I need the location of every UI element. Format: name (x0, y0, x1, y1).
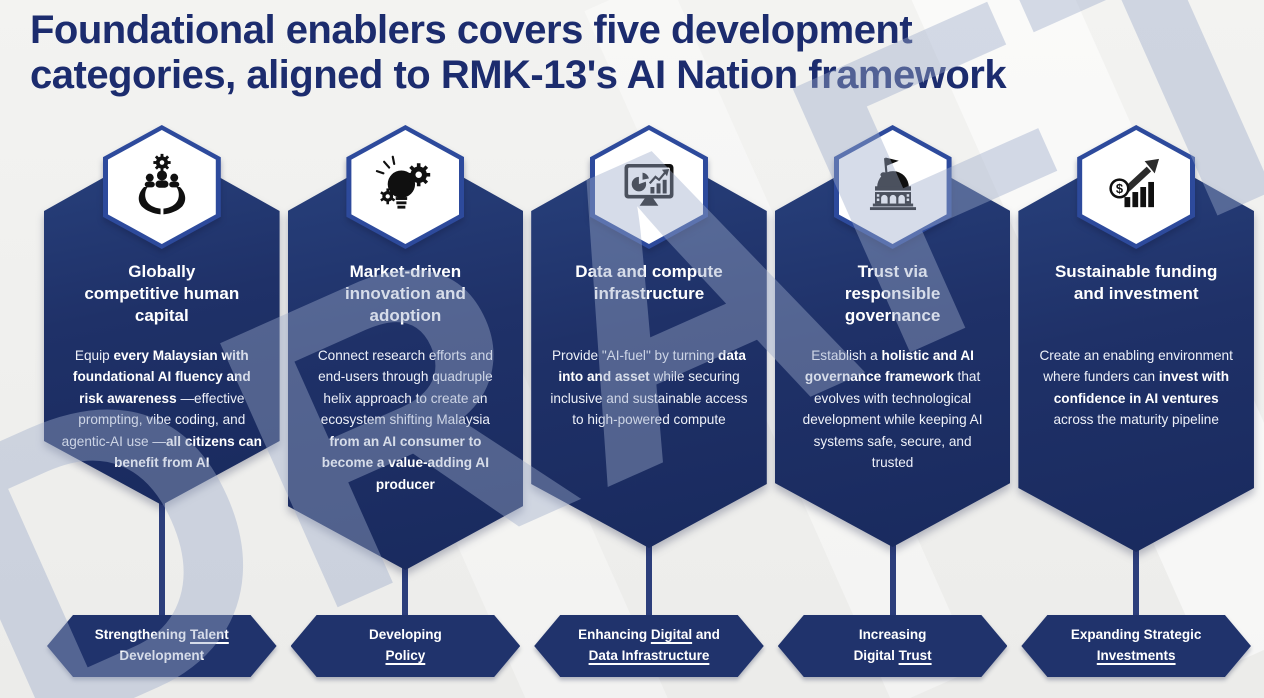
dollar-growth-chart-icon: $ (1109, 158, 1160, 208)
icon-badge (589, 125, 708, 249)
card-body: Provide "AI-fuel" by turning data into a… (550, 348, 748, 428)
enabler-column-human-capital: Globally competitive human capital Equip… (44, 125, 280, 685)
connector-line (158, 499, 165, 617)
hands-holding-people-gear-icon (138, 153, 186, 215)
page-title: Foundational enablers covers five develo… (30, 8, 1007, 97)
lightbulb-gears-icon (376, 155, 431, 209)
card-title: Market-driven innovation and adoption (344, 262, 466, 326)
government-building-flag-icon (869, 157, 916, 211)
card-body: Equip every Malaysian with foundational … (61, 348, 262, 471)
connector-line (1133, 546, 1140, 617)
card-body: Create an enabling environment where fun… (1039, 348, 1233, 428)
card-title: Sustainable funding and investment (1054, 262, 1218, 304)
connector-line (645, 542, 652, 617)
monitor-analytics-icon (624, 163, 674, 206)
card-title: Data and compute infrastructure (575, 262, 723, 304)
enabler-column-funding: Sustainable funding and investment Creat… (1018, 125, 1254, 685)
icon-badge (102, 125, 221, 249)
connector-line (889, 541, 896, 617)
enabler-card: Sustainable funding and investment Creat… (1018, 145, 1254, 552)
enabler-columns: Globally competitive human capital Equip… (44, 125, 1254, 685)
card-body: Establish a holistic and AI governance f… (802, 348, 983, 471)
card-body: Connect research efforts and end-users t… (317, 348, 493, 492)
icon-badge (833, 125, 952, 249)
card-title: Trust via responsible governance (844, 262, 941, 326)
enabler-column-data-compute: Data and compute infrastructure Provide … (531, 125, 767, 685)
connector-line (402, 564, 409, 617)
enabler-card: Market-driven innovation and adoption Co… (288, 145, 524, 570)
enabler-column-governance: Trust via responsible governance Establi… (775, 125, 1011, 685)
icon-badge: $ (1077, 125, 1196, 249)
card-title: Globally competitive human capital (84, 262, 240, 326)
enabler-column-innovation: Market-driven innovation and adoption Co… (288, 125, 524, 685)
icon-badge (346, 125, 465, 249)
svg-text:$: $ (1116, 181, 1124, 196)
